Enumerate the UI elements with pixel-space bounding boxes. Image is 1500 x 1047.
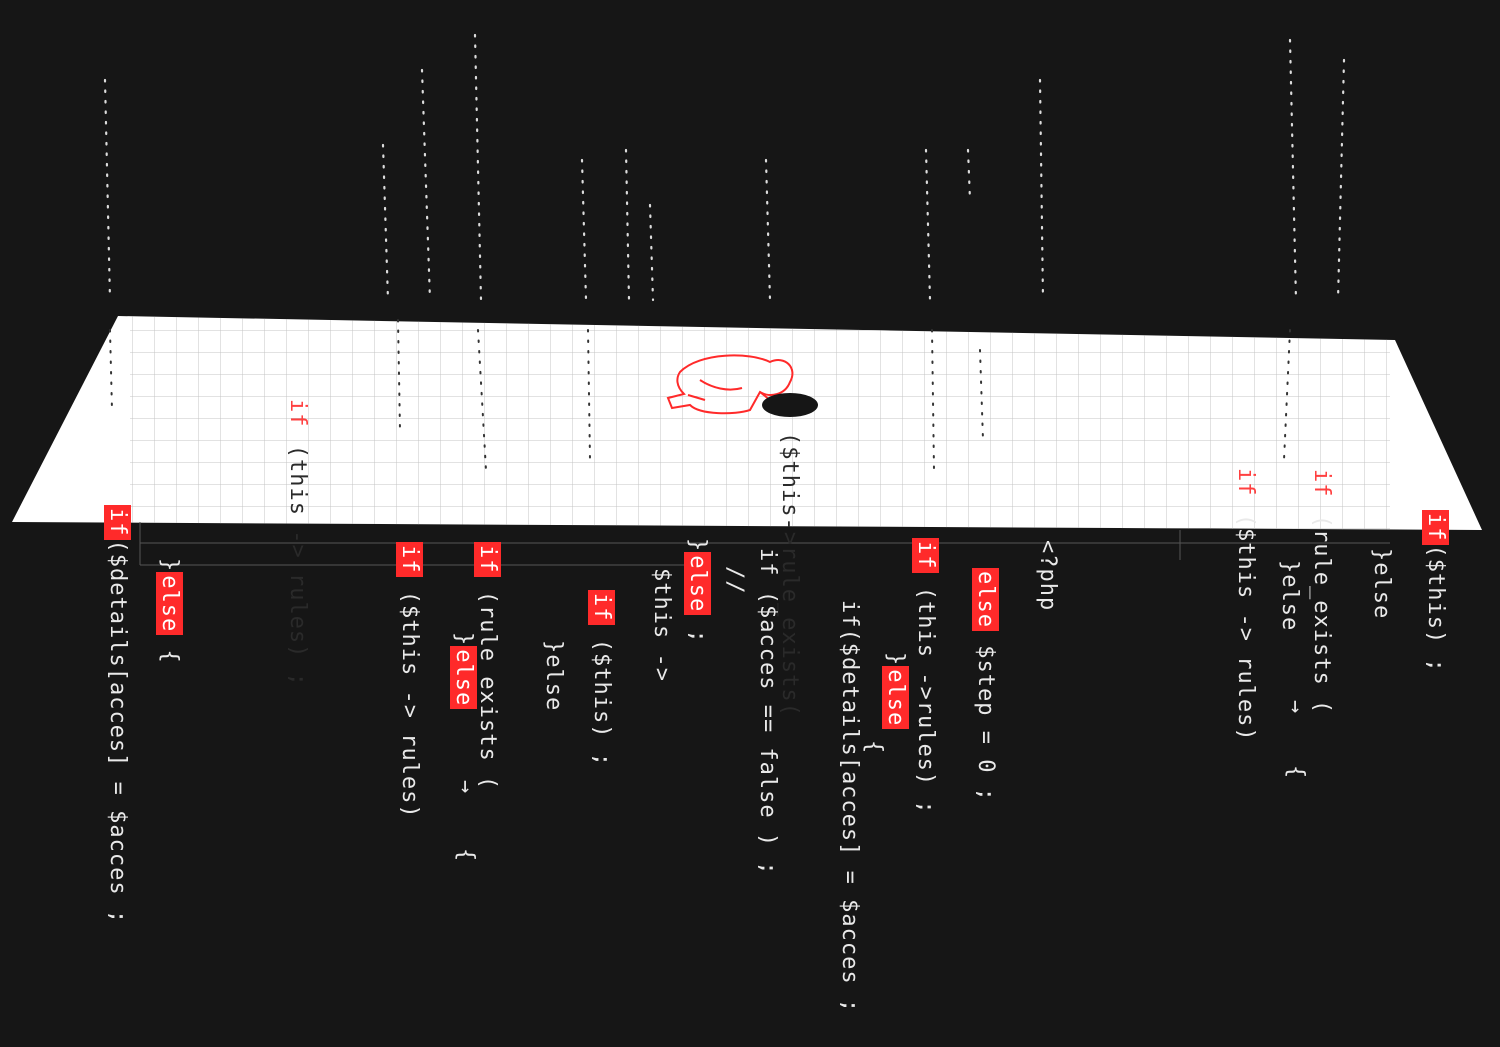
code-fragment: {: [1283, 765, 1308, 780]
dotted-line: [924, 148, 932, 302]
dotted-lines: [103, 33, 1346, 302]
code-fragment: if (this ->rules) ;: [912, 538, 939, 815]
code-fragment: if (rule_exists (: [474, 542, 501, 790]
code-fragment: if (rule_exists (: [1309, 469, 1334, 715]
hole-icon: [762, 393, 818, 417]
code-fragment: }else: [541, 640, 566, 712]
dotted-line: [966, 148, 972, 202]
dotted-line: [420, 68, 432, 302]
code-fragment: }else ;: [684, 538, 711, 644]
dotted-line: [580, 158, 588, 302]
code-fragment: }else: [1277, 560, 1302, 632]
code-fragment: {: [861, 740, 886, 755]
crouching-figure-icon: [666, 354, 794, 415]
dotted-line: [624, 148, 631, 302]
code-fragment: if ($acces == false ) ;: [755, 548, 780, 876]
code-fragment: else $step = 0 ;: [972, 568, 999, 802]
code-fragment: if($details[acces] = $acces ;: [104, 505, 131, 924]
dotted-line: [1288, 38, 1298, 302]
code-fragment: if($this) ;: [1422, 510, 1449, 673]
arrow-icon: →: [1283, 700, 1308, 715]
code-fragment: if ($this -> rules): [396, 542, 423, 819]
dotted-line: [381, 143, 390, 302]
dotted-lines-on-paper: [109, 319, 1291, 471]
code-fragment: }else: [450, 632, 477, 710]
dotted-line: [764, 158, 772, 302]
dotted-line: [1038, 78, 1045, 302]
code-fragment: if ($this) ;: [588, 590, 615, 767]
code-fragment: $this ->: [649, 568, 674, 682]
code-fragment: }else: [1369, 548, 1394, 620]
code-fragment: <?php: [1035, 540, 1060, 612]
keyword-if: if: [104, 505, 131, 540]
code-fragment: }else: [882, 652, 909, 730]
code-fragment: if($details[acces] = $acces ;: [837, 600, 862, 1014]
arrow-icon: →: [453, 780, 478, 795]
paper-sheet: [12, 316, 1482, 530]
code-fragment: ($this->rule_exists(: [777, 432, 802, 717]
code-fragment: }else {: [156, 558, 183, 664]
code-fragment: //: [722, 566, 747, 595]
dotted-line: [103, 78, 112, 302]
dotted-line: [473, 33, 483, 302]
code-fragment: if (this -> rules) ;: [285, 399, 310, 687]
code-fragment: if ($this -> rules): [1233, 468, 1258, 742]
dotted-line: [648, 203, 655, 302]
code-fragment: {: [453, 848, 478, 863]
dotted-line: [1336, 58, 1346, 302]
